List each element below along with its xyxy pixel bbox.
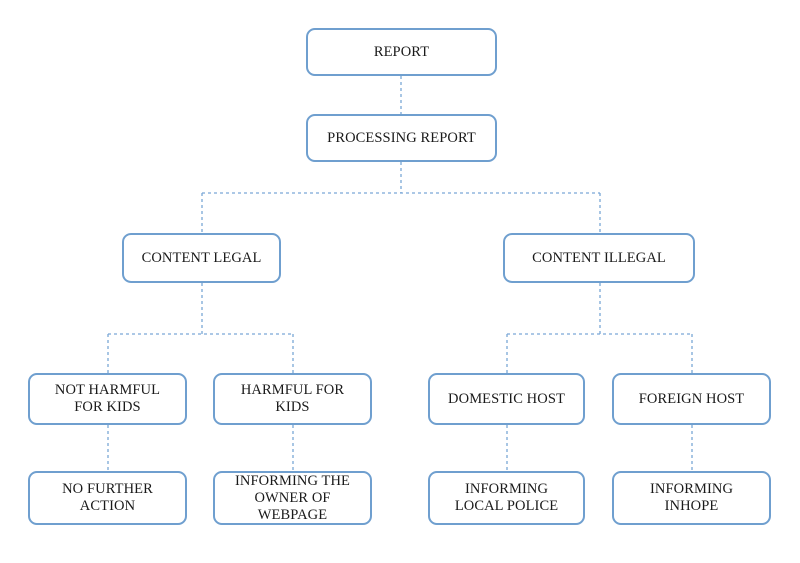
node-processing-report: PROCESSING REPORT: [306, 114, 497, 162]
node-harmful-for-kids: HARMFUL FOR KIDS: [213, 373, 372, 425]
node-informing-inhope: INFORMING INHOPE: [612, 471, 771, 525]
node-no-further-action: NO FURTHER ACTION: [28, 471, 187, 525]
node-not-harmful-for-kids: NOT HARMFUL FOR KIDS: [28, 373, 187, 425]
node-content-legal: CONTENT LEGAL: [122, 233, 281, 283]
node-informing-owner: INFORMING THE OWNER OF WEBPAGE: [213, 471, 372, 525]
node-informing-local-police: INFORMING LOCAL POLICE: [428, 471, 585, 525]
node-report: REPORT: [306, 28, 497, 76]
node-foreign-host: FOREIGN HOST: [612, 373, 771, 425]
node-domestic-host: DOMESTIC HOST: [428, 373, 585, 425]
node-content-illegal: CONTENT ILLEGAL: [503, 233, 695, 283]
